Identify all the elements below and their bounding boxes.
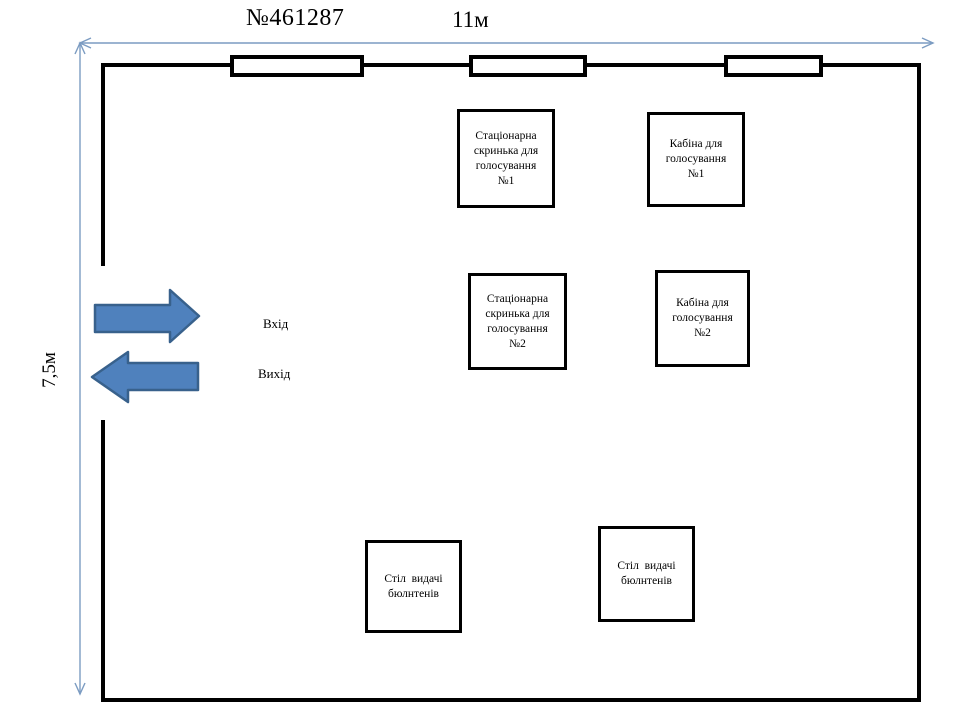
ballot-box-1-label: Стаціонарна скринька для голосування №1: [473, 129, 539, 187]
ballot-issue-table-1: Стіл видачі бюлнтенів: [365, 540, 462, 633]
entrance-arrow-icon: [93, 288, 201, 344]
wall-left-above-doorway: [101, 63, 105, 266]
horizontal-dimension-arrow: [78, 37, 935, 49]
voting-booth-1-label: Кабіна для голосування №1: [665, 138, 727, 180]
ballot-box-2-label: Стаціонарна скринька для голосування №2: [485, 292, 550, 350]
voting-booth-2: Кабіна для голосування №2: [655, 270, 750, 367]
ballot-issue-table-2-label: Стіл видачі бюлнтенів: [617, 560, 676, 587]
vertical-dimension-arrow: [74, 41, 86, 696]
window-1: [230, 55, 364, 77]
window-2: [469, 55, 587, 77]
room-width-label: 11м: [452, 7, 489, 32]
voting-booth-1: Кабіна для голосування №1: [647, 112, 745, 207]
exit-label: Вихід: [258, 366, 291, 381]
wall-bottom: [101, 698, 921, 702]
room-height-label: 7,5м: [39, 352, 60, 388]
exit-arrow-icon: [90, 350, 200, 404]
ballot-issue-table-2: Стіл видачі бюлнтенів: [598, 526, 695, 622]
voting-booth-2-label: Кабіна для голосування №2: [672, 297, 733, 339]
ballot-box-2: Стаціонарна скринька для голосування №2: [468, 273, 567, 370]
ballot-issue-table-1-label: Стіл видачі бюлнтенів: [384, 572, 443, 600]
wall-right: [917, 63, 921, 702]
ballot-box-1: Стаціонарна скринька для голосування №1: [457, 109, 555, 208]
wall-left-below-doorway: [101, 420, 105, 702]
entrance-label: Вхід: [263, 316, 289, 331]
station-number-label: №461287: [246, 5, 345, 31]
window-3: [724, 55, 823, 77]
